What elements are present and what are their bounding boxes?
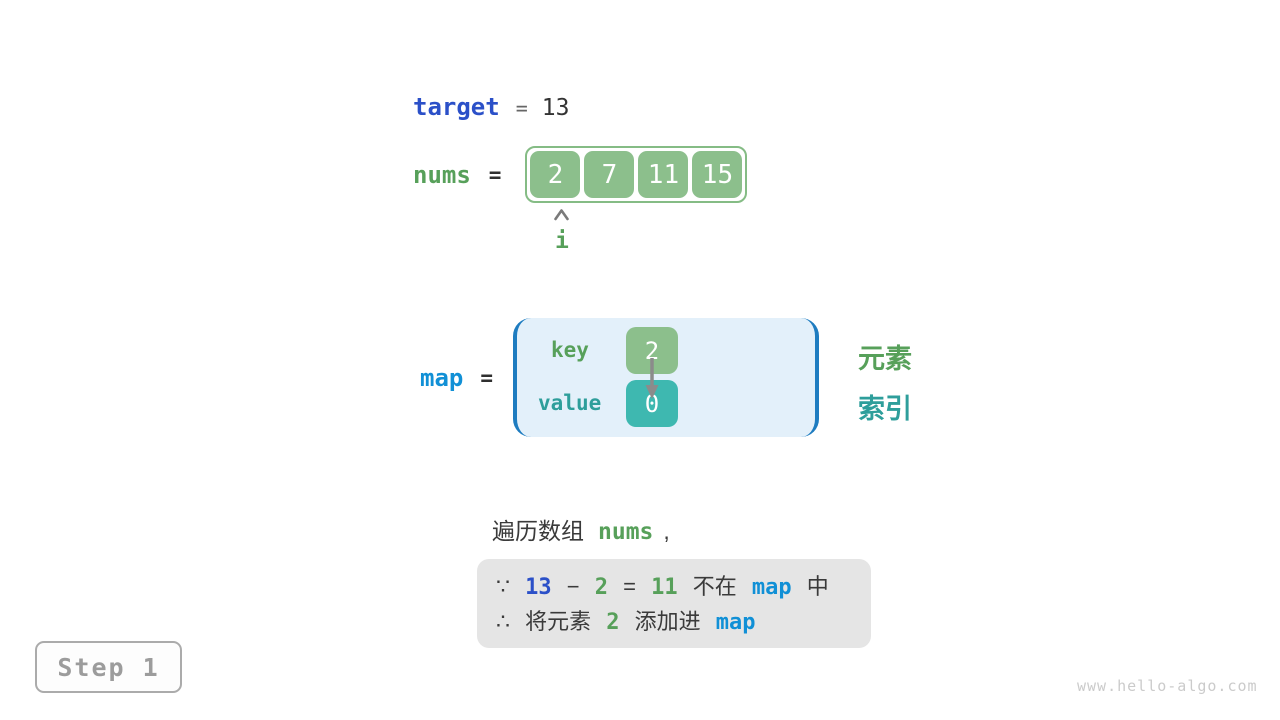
map-box: key 2 value 0	[513, 318, 820, 437]
target-keyword: target	[413, 93, 500, 121]
note-element-value: 2	[594, 575, 608, 600]
caption-code-nums: nums	[598, 519, 654, 545]
note-text-add-prefix: 将元素	[525, 609, 592, 634]
target-value: 13	[541, 95, 570, 121]
note-text-notin: 不在	[692, 574, 737, 599]
map-equals: =	[480, 365, 494, 390]
nums-keyword: nums	[413, 160, 471, 189]
value-label: value	[538, 391, 602, 415]
note-text-add-suffix: 添加进	[634, 609, 701, 634]
note-map-keyword-1: map	[751, 575, 792, 600]
note-map-keyword-2: map	[715, 610, 756, 635]
map-keyword: map	[420, 363, 464, 392]
therefore-symbol: ∴	[496, 609, 510, 634]
array-cell-3: 15	[692, 151, 743, 198]
note-box: ∵ 13 − 2 = 11 不在 map 中 ∴ 将元素 2 添加进 map	[477, 559, 871, 648]
arrow-down-icon	[645, 358, 659, 399]
note-text-in: 中	[806, 574, 829, 599]
step-badge-label: Step 1	[57, 652, 160, 682]
element-label: 元素	[858, 344, 912, 374]
note-diff-value: 11	[651, 575, 678, 600]
note-target-value: 13	[525, 575, 552, 600]
note-added-value: 2	[606, 610, 620, 635]
note-equals: =	[623, 574, 636, 599]
minus-sign: −	[566, 574, 580, 599]
index-label: 索引	[858, 394, 912, 424]
caret-up-icon	[554, 209, 569, 221]
nums-equals: =	[488, 162, 502, 187]
target-line: target = 13	[413, 93, 569, 121]
pointer-i-label: i	[555, 228, 569, 254]
because-symbol: ∵	[496, 574, 510, 599]
caption-line: 遍历数组 nums ,	[492, 512, 670, 546]
caption-comma: ,	[663, 518, 670, 544]
note-line-2: ∴ 将元素 2 添加进 map	[496, 605, 871, 640]
caption-text: 遍历数组	[492, 518, 584, 544]
nums-array: 2 7 11 15	[525, 146, 748, 203]
array-cell-0: 2	[530, 151, 581, 198]
watermark: www.hello-algo.com	[1077, 677, 1258, 695]
array-cell-1: 7	[584, 151, 635, 198]
target-equals: =	[515, 96, 528, 120]
nums-line: nums = 2 7 11 15	[413, 146, 748, 203]
note-line-1: ∵ 13 − 2 = 11 不在 map 中	[496, 570, 871, 605]
key-label: key	[551, 338, 589, 362]
array-cell-2: 11	[638, 151, 689, 198]
map-line: map = key 2 value 0	[420, 318, 820, 437]
step-badge: Step 1	[35, 641, 182, 693]
